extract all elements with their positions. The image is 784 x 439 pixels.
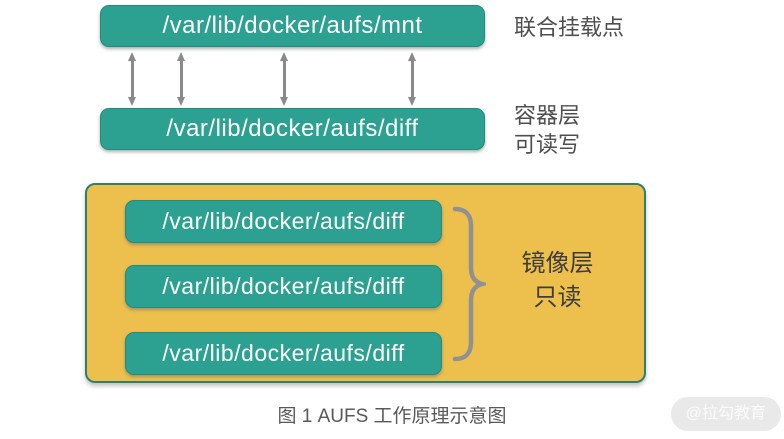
image-layer-box: /var/lib/docker/aufs/diff [125, 200, 442, 243]
watermark-badge: @拉勾教育 [670, 397, 781, 431]
image-layer-box: /var/lib/docker/aufs/diff [125, 265, 442, 308]
union-mount-label: 联合挂载点 [514, 15, 625, 40]
image-layer-label: 镜像层 只读 [521, 250, 594, 311]
double-arrow-icon [177, 52, 186, 106]
arrow-stem [411, 59, 414, 99]
double-arrow-icon [280, 52, 289, 106]
figure-caption: 图 1 AUFS 工作原理示意图 [277, 406, 507, 427]
image-layers-container: /var/lib/docker/aufs/diff /var/lib/docke… [85, 183, 646, 383]
union-mount-box: /var/lib/docker/aufs/mnt [100, 5, 485, 47]
double-arrow-icon [128, 52, 137, 106]
double-arrow-icon [408, 52, 417, 106]
arrow-stem [283, 59, 286, 99]
brace-icon [452, 206, 486, 362]
container-layer-label: 容器层 可读写 [514, 103, 581, 157]
arrow-stem [131, 59, 134, 99]
image-layer-box: /var/lib/docker/aufs/diff [125, 332, 442, 375]
container-layer-box: /var/lib/docker/aufs/diff [100, 108, 485, 150]
arrow-stem [180, 59, 183, 99]
